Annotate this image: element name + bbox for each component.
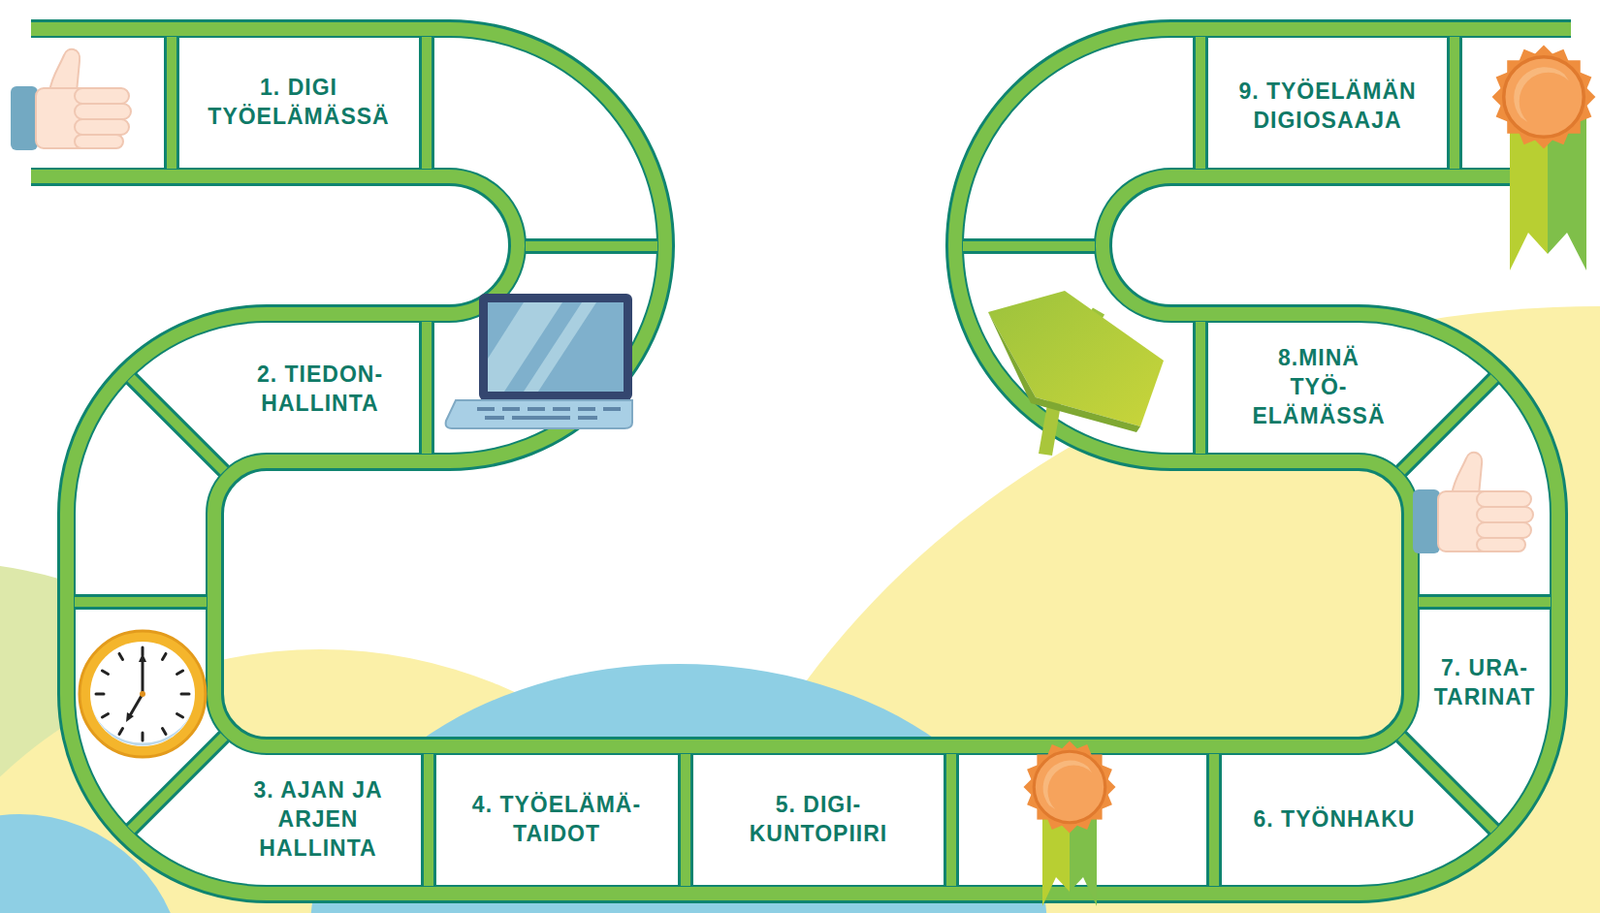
board-cell: 1. DIGI TYÖELÄMÄSSÄ <box>192 73 406 132</box>
clock-tick <box>119 729 124 736</box>
laptop-screen <box>487 302 624 392</box>
clock-ticks <box>96 647 190 741</box>
screen-glare <box>523 302 597 392</box>
cell-divider-outline <box>74 36 1551 887</box>
track-cells <box>31 102 1571 821</box>
clock-tick <box>177 671 184 675</box>
board-cell: 2. TIEDON- HALLINTA <box>223 360 417 419</box>
board-cell: 4. TYÖELÄMÄ- TAIDOT <box>445 791 669 850</box>
clock-tick <box>177 714 184 719</box>
sign-board-edge <box>988 312 1141 433</box>
thumbs-up-icon <box>1412 452 1534 554</box>
clock-tick <box>96 693 104 697</box>
clock-tick <box>162 653 167 660</box>
cell-divider <box>74 36 1551 887</box>
signpost-icon <box>988 290 1164 456</box>
medal-icon <box>1492 45 1597 271</box>
laptop-icon <box>446 293 633 429</box>
cell-label: 2. TIEDON- HALLINTA <box>223 360 417 419</box>
clock-tick <box>101 714 108 719</box>
clock-tick <box>141 733 145 741</box>
clock-shade <box>92 707 193 746</box>
hour-hand-tip <box>126 712 134 723</box>
cell-label: 7. URA- TARINAT <box>1416 654 1553 713</box>
cell-label: 1. DIGI TYÖELÄMÄSSÄ <box>192 73 406 132</box>
medal-badge <box>1492 45 1597 150</box>
screen-glare <box>487 302 563 392</box>
thumbs-up-icon <box>10 49 131 151</box>
cell-label: 9. TYÖELÄMÄN DIGIOSAAJA <box>1211 77 1444 136</box>
track-inner-outline <box>31 102 1571 821</box>
board-cell: 5. DIGI- KUNTOPIIRI <box>706 791 930 850</box>
cell-label: 8.MINÄ TYÖ- ELÄMÄSSÄ <box>1246 344 1392 432</box>
track-outline <box>31 102 1571 821</box>
laptop-frame <box>479 293 633 401</box>
keyboard-keys <box>477 409 621 418</box>
clock-tick <box>162 729 167 736</box>
laptop-base <box>446 400 633 429</box>
hour-hand <box>128 694 143 718</box>
board-cell: 3. AJAN JA ARJEN HALLINTA <box>235 776 401 864</box>
cell-label: 6. TYÖNHAKU <box>1227 805 1441 835</box>
medal-badge <box>1023 740 1116 833</box>
track-rail <box>31 102 1571 821</box>
board-cell: 9. TYÖELÄMÄN DIGIOSAAJA <box>1211 77 1444 136</box>
medal-icon <box>1023 740 1116 907</box>
minute-hand <box>141 659 145 695</box>
cell-label: 3. AJAN JA ARJEN HALLINTA <box>235 776 401 864</box>
cell-label: 5. DIGI- KUNTOPIIRI <box>706 791 930 850</box>
clock-tick <box>181 693 190 697</box>
game-track <box>31 36 1571 887</box>
clock-face <box>90 641 195 747</box>
clock-icon <box>79 631 206 758</box>
minute-hand-tip <box>138 653 147 663</box>
cell-label: 4. TYÖELÄMÄ- TAIDOT <box>445 791 669 850</box>
board-cell: 7. URA- TARINAT <box>1416 654 1553 713</box>
clock-center <box>139 691 146 698</box>
clock-tick <box>101 671 108 675</box>
clock-tick <box>119 653 124 660</box>
sign-board <box>988 290 1164 427</box>
board-cell: 8.MINÄ TYÖ- ELÄMÄSSÄ <box>1246 344 1392 432</box>
clock-rim <box>79 631 206 758</box>
board-cell: 6. TYÖNHAKU <box>1227 805 1441 835</box>
